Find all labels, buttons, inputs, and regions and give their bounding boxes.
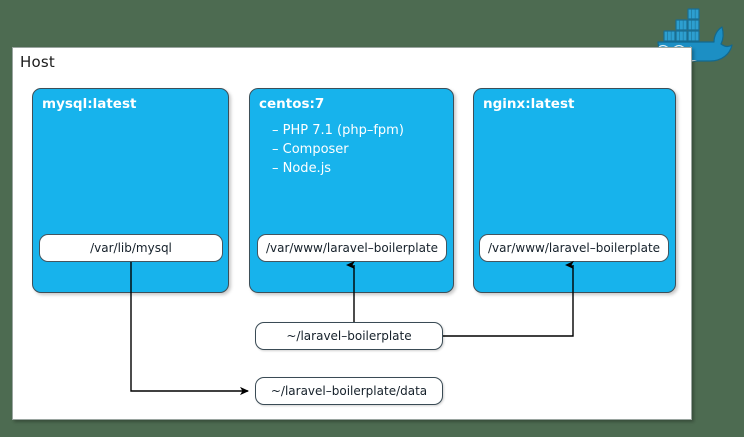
volume-chip-nginx[interactable]: /var/www/laravel–boilerplate — [479, 234, 669, 262]
volume-path-nginx: /var/www/laravel–boilerplate — [487, 241, 661, 255]
host-path-label-data-dir: ~/laravel–boilerplate/data — [270, 384, 428, 398]
container-nginx[interactable]: nginx:latest — [473, 88, 676, 293]
container-feature-list-centos: – PHP 7.1 (php–fpm) – Composer – Node.js — [272, 121, 404, 178]
container-mysql[interactable]: mysql:latest — [32, 88, 229, 293]
container-title-centos: centos:7 — [259, 96, 325, 112]
host-path-data-dir[interactable]: ~/laravel–boilerplate/data — [255, 377, 443, 405]
feature-item-composer: – Composer — [272, 142, 349, 157]
volume-path-centos: /var/www/laravel–boilerplate — [265, 241, 439, 255]
host-label: Host — [20, 53, 55, 71]
container-centos[interactable]: centos:7 – PHP 7.1 (php–fpm) – Composer … — [249, 88, 454, 293]
volume-chip-mysql[interactable]: /var/lib/mysql — [39, 234, 223, 262]
container-title-nginx: nginx:latest — [483, 96, 575, 112]
container-title-mysql: mysql:latest — [42, 96, 137, 112]
volume-path-mysql: /var/lib/mysql — [90, 241, 172, 255]
volume-chip-centos[interactable]: /var/www/laravel–boilerplate — [257, 234, 447, 262]
host-path-project-root[interactable]: ~/laravel–boilerplate — [255, 322, 443, 350]
host-path-label-project-root: ~/laravel–boilerplate — [286, 329, 412, 343]
feature-item-nodejs: – Node.js — [272, 161, 332, 176]
feature-item-php: – PHP 7.1 (php–fpm) — [272, 123, 404, 138]
